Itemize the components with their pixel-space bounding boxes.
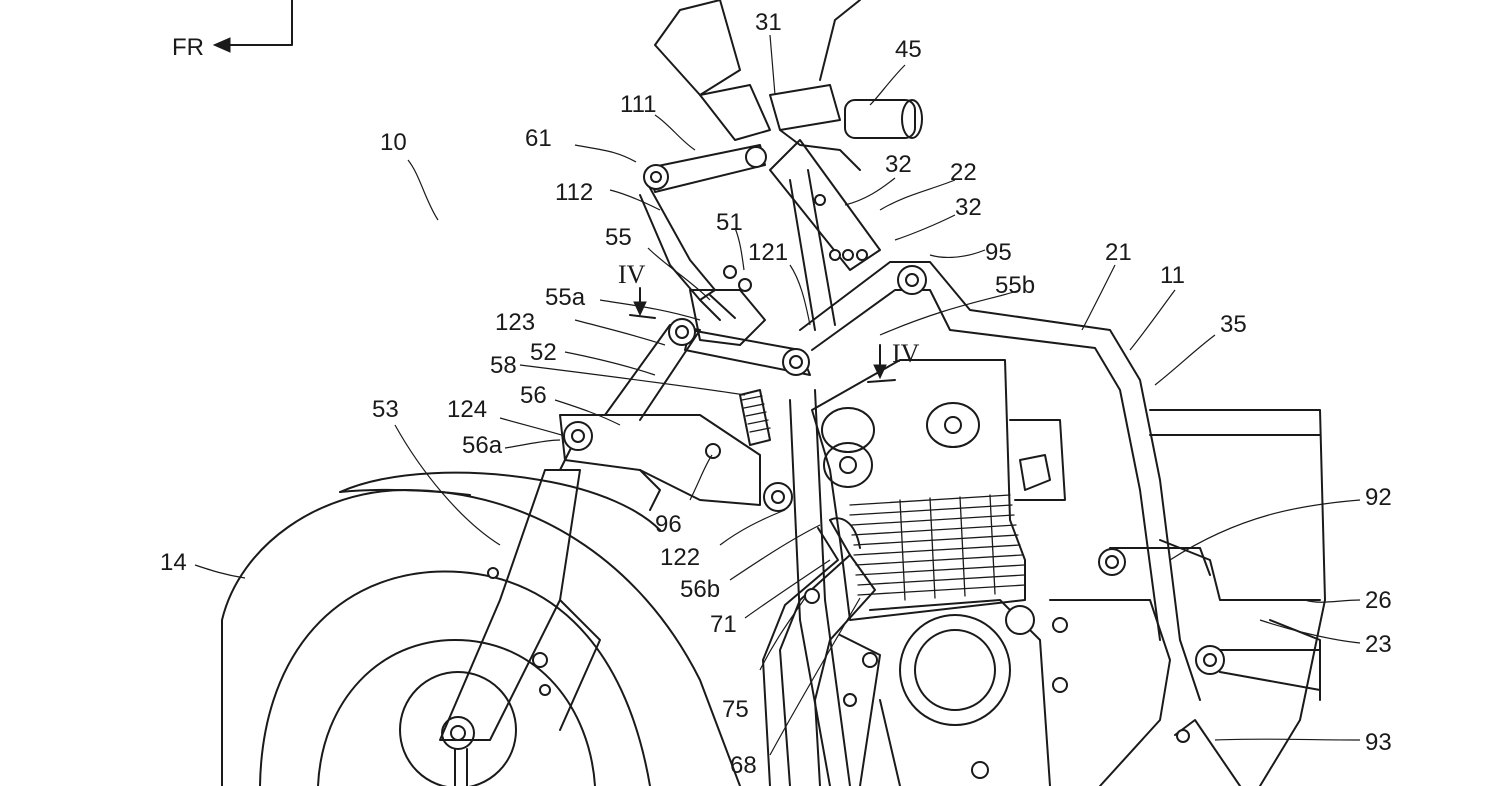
label-111: 111 xyxy=(620,91,656,118)
head-pipe xyxy=(769,139,881,331)
label-23: 23 xyxy=(1365,631,1392,658)
label-61: 61 xyxy=(525,125,552,152)
direction-indicator: FR xyxy=(172,0,293,61)
label-92: 92 xyxy=(1365,484,1392,511)
label-56: 56 xyxy=(520,382,547,409)
label-75: 75 xyxy=(722,696,749,723)
svg-text:IV: IV xyxy=(892,339,920,368)
engine xyxy=(811,359,1171,786)
label-10: 10 xyxy=(380,129,407,156)
label-53: 53 xyxy=(372,396,399,423)
label-122: 122 xyxy=(660,544,700,571)
label-55: 55 xyxy=(605,224,632,251)
headlight-linkage xyxy=(604,265,811,421)
label-93: 93 xyxy=(1365,729,1392,756)
label-45: 45 xyxy=(895,36,922,63)
section-mark-left: IV xyxy=(618,260,656,319)
meter-and-handlebar xyxy=(654,0,923,171)
label-58: 58 xyxy=(490,352,517,379)
leader-lines xyxy=(194,34,1361,756)
direction-label: FR xyxy=(172,34,204,61)
main-frame xyxy=(789,261,1201,786)
section-mark-right: IV xyxy=(867,339,920,383)
front-fork xyxy=(439,439,601,741)
upper-links xyxy=(639,144,767,301)
label-121: 121 xyxy=(748,239,788,266)
label-51: 51 xyxy=(716,209,743,236)
label-32-upper: 32 xyxy=(885,151,912,178)
label-21: 21 xyxy=(1105,239,1132,266)
label-26: 26 xyxy=(1365,587,1392,614)
label-56a: 56a xyxy=(462,432,503,459)
label-22: 22 xyxy=(950,159,977,186)
label-55b: 55b xyxy=(995,272,1035,299)
cylinder-fins xyxy=(849,494,1026,601)
rear-section xyxy=(1098,409,1326,786)
label-11: 11 xyxy=(1160,262,1185,289)
front-fender xyxy=(339,471,661,531)
label-124: 124 xyxy=(447,396,487,423)
label-96: 96 xyxy=(655,511,682,538)
label-95: 95 xyxy=(985,239,1012,266)
label-112: 112 xyxy=(555,179,593,206)
label-31: 31 xyxy=(755,9,782,36)
label-56b: 56b xyxy=(680,576,720,603)
steering-bracket xyxy=(559,414,761,511)
reference-labels: 10 11 14 21 22 23 26 31 32 32 35 45 51 5… xyxy=(160,9,1392,779)
label-123: 123 xyxy=(495,309,535,336)
label-68: 68 xyxy=(730,752,757,779)
label-35: 35 xyxy=(1220,311,1247,338)
direction-arrow-icon xyxy=(212,37,231,53)
damper xyxy=(739,389,793,512)
label-55a: 55a xyxy=(545,284,586,311)
label-52: 52 xyxy=(530,339,557,366)
label-14: 14 xyxy=(160,549,187,576)
label-32-lower: 32 xyxy=(955,194,982,221)
svg-text:IV: IV xyxy=(618,260,646,289)
exhaust-pipes xyxy=(762,517,901,786)
label-71: 71 xyxy=(710,611,737,638)
